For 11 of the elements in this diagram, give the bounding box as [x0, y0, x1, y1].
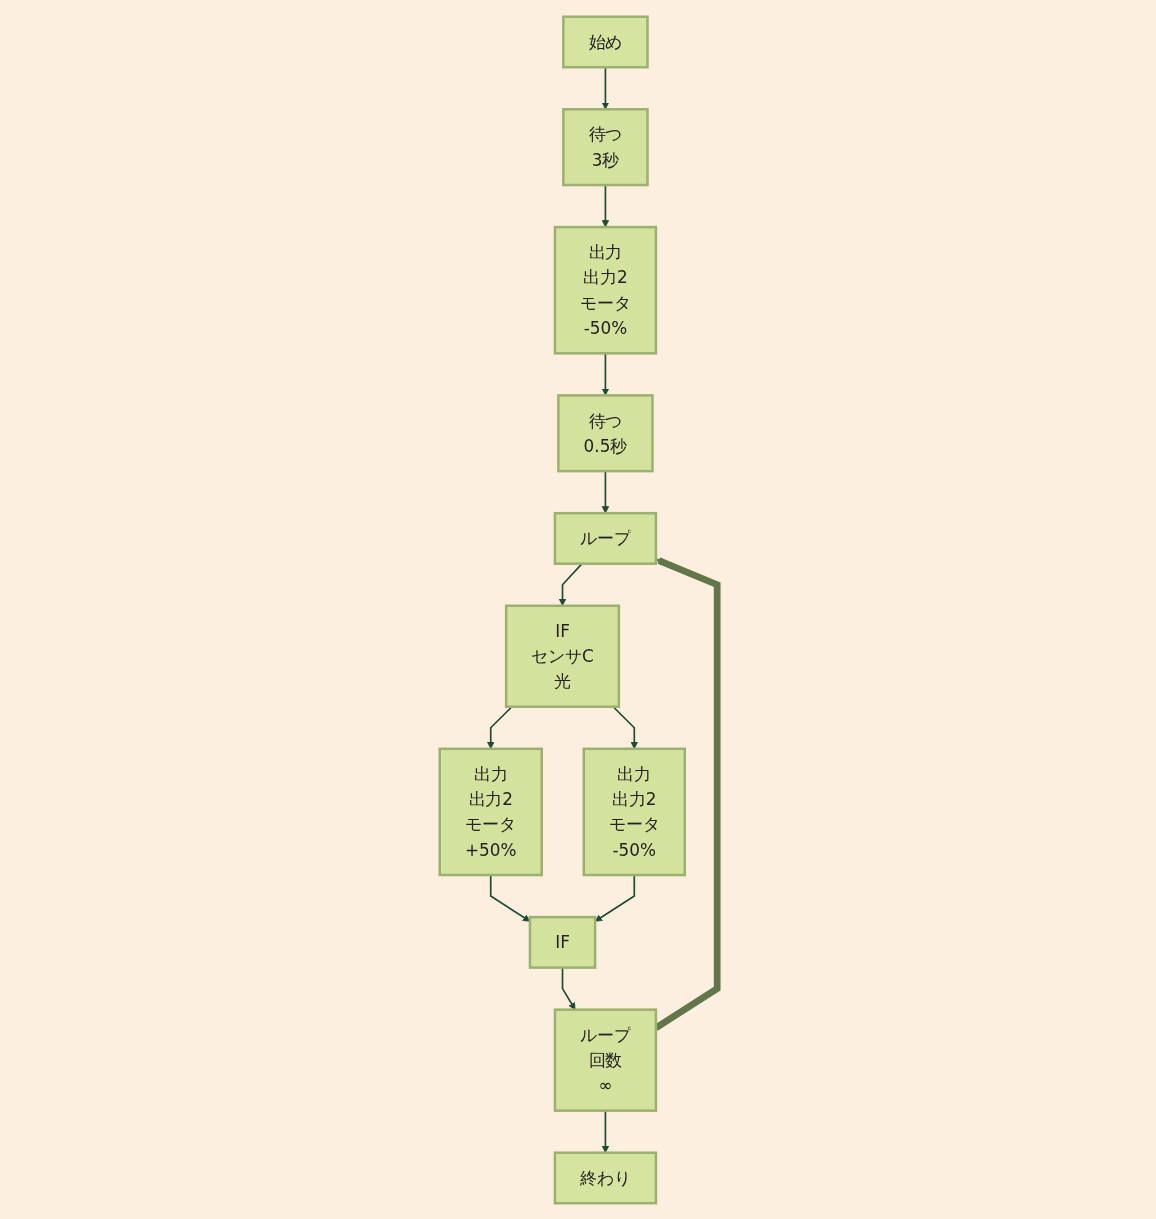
node-box: 待つ 0.5秒 — [556, 393, 654, 472]
node-box: IF — [528, 915, 596, 969]
node-box: 始め — [561, 15, 649, 68]
node-box: ループ 回数 ∞ — [553, 1007, 657, 1112]
node-box: IF センサC 光 — [504, 604, 620, 708]
node-box: 待つ 3秒 — [561, 107, 649, 186]
node-box: 終わり — [553, 1151, 657, 1204]
node-box: 出力 出力2 モータ -50% — [553, 225, 657, 355]
node-box: 出力 出力2 モータ -50% — [582, 747, 686, 876]
node-box: ループ — [553, 511, 657, 565]
node-box: 出力 出力2 モータ +50% — [438, 747, 543, 876]
